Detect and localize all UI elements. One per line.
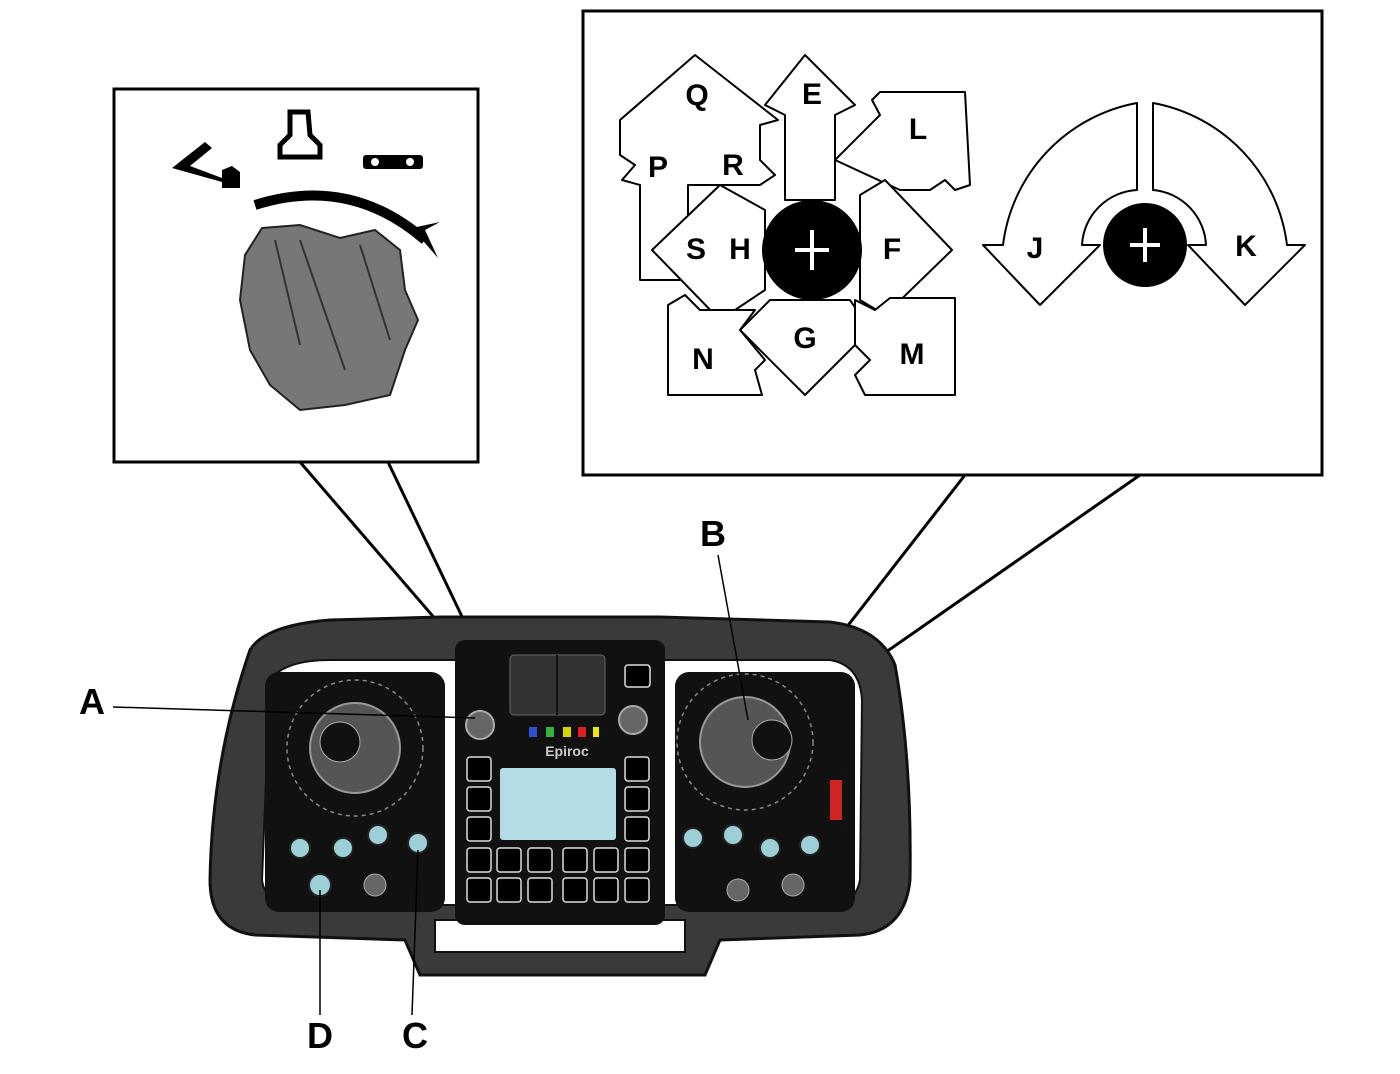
callout-c: C <box>402 1015 428 1056</box>
function-key[interactable] <box>466 877 492 903</box>
direction-e: E <box>802 78 822 111</box>
rotary-switch[interactable] <box>726 878 750 902</box>
boom-icon <box>172 142 240 188</box>
drill-icon <box>363 155 423 169</box>
direction-s: S <box>686 233 706 266</box>
function-key[interactable] <box>624 847 650 873</box>
display-screen <box>500 768 616 840</box>
toggle-switch[interactable] <box>682 827 704 849</box>
lights-key[interactable] <box>624 756 650 782</box>
toggle-switch[interactable] <box>367 824 389 846</box>
direction-n: N <box>692 343 714 376</box>
back-button[interactable] <box>624 664 651 688</box>
horn-key[interactable] <box>496 877 522 903</box>
rotary-switch[interactable] <box>781 873 805 897</box>
direction-f: F <box>883 233 901 266</box>
speed-knob[interactable] <box>618 705 648 735</box>
emergency-indicator <box>830 780 842 820</box>
wireless-light-icon <box>529 727 537 737</box>
rpm-key[interactable] <box>527 877 553 903</box>
lock-key[interactable] <box>624 786 650 812</box>
function-key[interactable] <box>562 847 588 873</box>
engine-key[interactable] <box>562 877 588 903</box>
status-lights <box>529 727 599 737</box>
toggle-switch[interactable] <box>332 837 354 859</box>
direction-g: G <box>793 322 816 355</box>
function-selector-knob-a[interactable] <box>465 710 495 740</box>
toggle-switch[interactable] <box>759 837 781 859</box>
callout-b: B <box>700 513 726 554</box>
direction-l: L <box>909 113 927 146</box>
alarm-light-icon <box>578 727 586 737</box>
direction-q: Q <box>685 79 708 112</box>
callout-a: A <box>79 681 105 722</box>
toggle-switch[interactable] <box>289 837 311 859</box>
function-key[interactable] <box>624 816 650 842</box>
remote-controller: Epiroc <box>208 615 912 977</box>
function-key[interactable] <box>466 786 492 812</box>
function-key[interactable] <box>527 847 553 873</box>
keypad <box>466 756 650 903</box>
toggle-switch[interactable] <box>722 824 744 846</box>
direction-h: H <box>729 233 751 266</box>
selector-inset <box>112 87 480 464</box>
leader-lines <box>112 554 749 1016</box>
direction-p: P <box>648 151 668 184</box>
direction-m: M <box>900 338 925 371</box>
rotation-arrow-icon <box>253 190 429 244</box>
ok-light-icon <box>546 727 554 737</box>
direction-r: R <box>722 149 744 182</box>
function-key[interactable] <box>466 847 492 873</box>
power-key[interactable] <box>624 877 650 903</box>
function-key[interactable] <box>466 756 492 782</box>
selector-knob-image <box>238 223 420 412</box>
battery-light-icon <box>593 727 599 737</box>
brand-logo: Epiroc <box>545 743 589 759</box>
joystick-inset: Q E L P R S H F G N M J K <box>581 9 1324 477</box>
direction-j: J <box>1027 232 1044 265</box>
rotary-switch[interactable] <box>363 873 387 897</box>
function-key[interactable] <box>466 816 492 842</box>
edit-key[interactable] <box>593 877 619 903</box>
toggle-switch[interactable] <box>799 834 821 856</box>
warning-light-icon <box>563 727 571 737</box>
direction-k: K <box>1235 230 1257 263</box>
slow-speed-key[interactable] <box>496 847 522 873</box>
callout-d: D <box>307 1015 333 1056</box>
bucket-icon <box>277 109 323 160</box>
function-key[interactable] <box>593 847 619 873</box>
